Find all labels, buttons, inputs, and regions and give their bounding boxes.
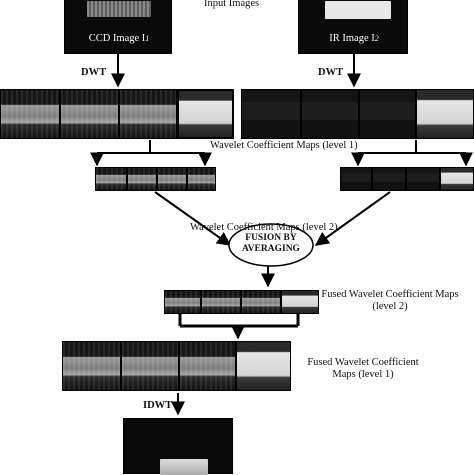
fused-output-image bbox=[123, 418, 233, 475]
ir-image-label: IR Image I2 bbox=[329, 33, 379, 44]
wavelet-level1-label: Wavelet Coefficient Maps (level 1) bbox=[210, 140, 358, 151]
idwt-label: IDWT bbox=[143, 400, 173, 411]
ccd-level2-map-3 bbox=[157, 167, 187, 191]
ir-truck-shape bbox=[325, 1, 391, 19]
fused-level1-map-2 bbox=[121, 341, 179, 391]
wavelet-level2-label: Wavelet Coefficient Maps (level 2) bbox=[190, 222, 338, 233]
ccd-level2-map-4 bbox=[187, 167, 216, 191]
ccd-image-label: CCD Image I1 bbox=[88, 33, 150, 44]
ir-level2-map-1 bbox=[340, 167, 372, 191]
dwt-right-label: DWT bbox=[318, 67, 344, 78]
fused-level2-map-2 bbox=[201, 290, 241, 314]
ir-level1-map-1 bbox=[241, 89, 301, 139]
output-truck-shape bbox=[160, 459, 208, 475]
fused-level1-map-3 bbox=[179, 341, 236, 391]
input-images-label: Input Images bbox=[204, 0, 260, 9]
ccd-level1-map-4 bbox=[177, 89, 234, 139]
ir-input-image: IR Image I2 bbox=[298, 0, 408, 54]
fused-level1-label: Fused Wavelet Coefficient Maps (level 1) bbox=[307, 357, 419, 380]
ccd-input-image: CCD Image I1 bbox=[64, 0, 172, 54]
ccd-level2-map-1 bbox=[95, 167, 127, 191]
arrow-left-to-fusion bbox=[154, 191, 232, 246]
ir-level2-map-2 bbox=[372, 167, 406, 191]
fusion-ellipse bbox=[228, 223, 314, 267]
fused-level2-label: Fused Wavelet Coefficient Maps (level 2) bbox=[321, 289, 459, 312]
ccd-truck-shape bbox=[87, 1, 151, 17]
ccd-level1-map-2 bbox=[60, 89, 119, 139]
ir-level2-map-4 bbox=[440, 167, 474, 191]
arrow-right-to-fusion bbox=[314, 191, 391, 246]
fused-level1-map-1 bbox=[62, 341, 121, 391]
ir-level1-map-3 bbox=[359, 89, 416, 139]
ir-level1-map-4 bbox=[416, 89, 474, 139]
fused-level1-map-4 bbox=[236, 341, 291, 391]
ir-level2-map-3 bbox=[406, 167, 440, 191]
ccd-level1-map-1 bbox=[0, 89, 60, 139]
dwt-left-label: DWT bbox=[81, 67, 107, 78]
ir-level1-map-2 bbox=[301, 89, 359, 139]
fused-level2-map-3 bbox=[241, 290, 281, 314]
fused-level2-map-1 bbox=[164, 290, 201, 314]
fused-level2-map-4 bbox=[281, 290, 319, 314]
fusion-label: FUSION BY AVERAGING bbox=[242, 233, 300, 254]
ccd-level1-map-3 bbox=[119, 89, 177, 139]
ccd-level2-map-2 bbox=[127, 167, 157, 191]
